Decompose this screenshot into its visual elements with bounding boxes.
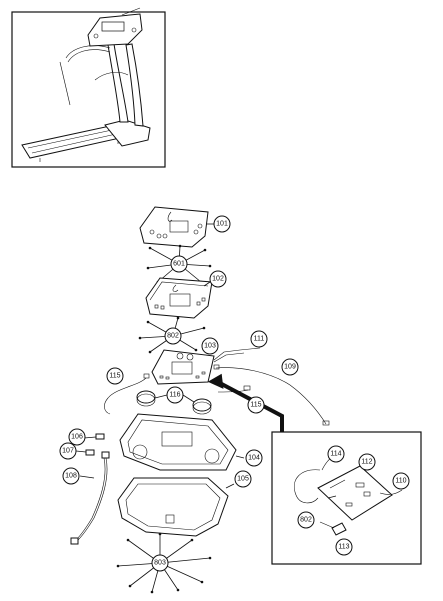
callout-108: 108 [62, 467, 80, 485]
callout-115-left: 115 [106, 367, 124, 385]
callout-111-label: 111 [254, 336, 265, 343]
part-116-speakers [136, 390, 212, 415]
callout-803: 803 [151, 554, 169, 572]
callout-802-inset: 802 [297, 511, 315, 529]
electronics-inset-box [207, 373, 422, 565]
callout-114: 114 [327, 445, 345, 463]
callout-107-label: 107 [62, 448, 74, 455]
part-106-107-108-cords [70, 433, 110, 545]
part-109-cable [213, 364, 330, 426]
part-115-cable-right [217, 385, 251, 393]
callout-102-label: 102 [212, 276, 224, 283]
callout-115-right: 115 [247, 396, 265, 414]
callout-109: 109 [281, 358, 299, 376]
callout-105-label: 105 [237, 476, 249, 483]
part-102-console-panel [145, 277, 213, 319]
callout-111: 111 [250, 330, 268, 348]
callout-113-label: 113 [338, 544, 349, 551]
treadmill-overview-illustration [11, 7, 166, 168]
callout-104-label: 104 [248, 455, 260, 462]
callout-113: 113 [335, 538, 353, 556]
callout-103: 103 [201, 337, 219, 355]
callout-803-label: 803 [154, 560, 166, 567]
part-101-console-overlay [139, 206, 214, 248]
callout-802-upper-label: 802 [167, 333, 179, 340]
callout-106-label: 106 [71, 434, 83, 441]
callout-802-upper: 802 [164, 327, 182, 345]
part-103-display-board [151, 349, 215, 385]
callout-802-inset-label: 802 [300, 517, 312, 524]
callout-104: 104 [245, 449, 263, 467]
callout-109-label: 109 [284, 364, 296, 371]
callout-601: 601 [170, 255, 188, 273]
callout-112: 112 [358, 453, 376, 471]
callout-114-label: 114 [330, 451, 341, 458]
callout-106: 106 [68, 428, 86, 446]
callout-115-right-label: 115 [250, 402, 261, 409]
callout-110: 110 [392, 472, 410, 490]
callout-115-left-label: 115 [109, 373, 120, 380]
callout-601-label: 601 [173, 261, 185, 268]
part-104-console-housing [119, 413, 245, 471]
callout-116-label: 116 [169, 392, 180, 399]
callout-103-label: 103 [204, 343, 216, 350]
callout-105: 105 [234, 470, 252, 488]
callout-102: 102 [209, 270, 227, 288]
callout-107: 107 [59, 442, 77, 460]
callout-110-label: 110 [395, 478, 406, 485]
callout-116: 116 [166, 386, 184, 404]
callout-101-label: 101 [216, 221, 228, 228]
callout-112-label: 112 [361, 459, 372, 466]
part-115-cable-left [104, 373, 150, 415]
part-111-cable [213, 347, 261, 363]
callout-101: 101 [213, 215, 231, 233]
part-105-rear-cover [117, 477, 235, 537]
callout-108-label: 108 [65, 473, 77, 480]
